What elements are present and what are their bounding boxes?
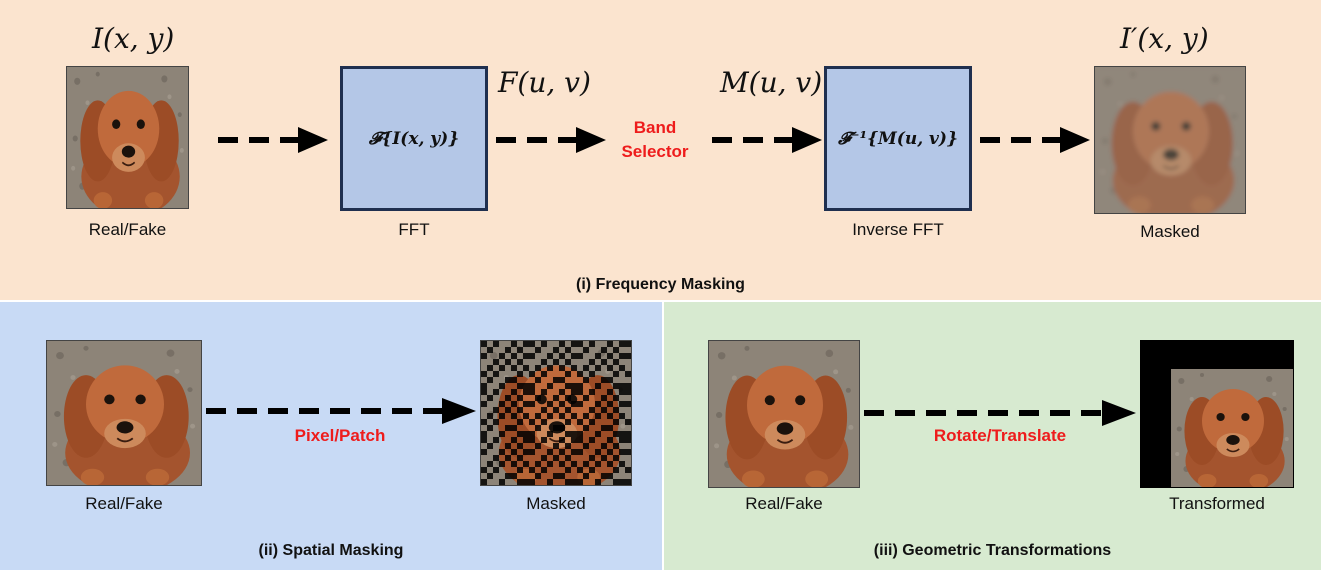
transformed-dog-image <box>1140 340 1294 488</box>
arrow-input-to-fft <box>218 127 328 153</box>
spatial-masked-dog-image <box>480 340 632 486</box>
rotate-translate-label: Rotate/Translate <box>933 426 1067 445</box>
spatial-masked-label: Masked <box>526 494 586 513</box>
spatial-masking-panel: Real/Fake Pixel/Patch Masked (ii) Spatia… <box>0 302 662 570</box>
band-selector-line2: Selector <box>621 142 689 161</box>
fft-box: 𝓕{I(x, y)} <box>340 66 488 211</box>
pixel-patch-label: Pixel/Patch <box>294 426 386 445</box>
arrow-band-selector-to-ifft <box>712 127 822 153</box>
fft-box-text: 𝓕{I(x, y)} <box>368 128 460 149</box>
spatial-masking-caption: (ii) Spatial Masking <box>258 542 404 559</box>
spatial-input-dog-image <box>46 340 202 486</box>
frequency-masking-caption: (i) Frequency Masking <box>576 276 745 293</box>
input-image-label: Real/Fake <box>88 220 167 239</box>
inverse-fft-box-text: 𝓕⁻¹{M(u, v)} <box>838 128 958 149</box>
arrow-spatial <box>206 398 476 424</box>
input-image-math: I(x, y) <box>92 22 175 55</box>
geometric-transformations-caption: (iii) Geometric Transformations <box>873 542 1112 559</box>
masked-dog-image <box>1094 66 1246 214</box>
transformed-label: Transformed <box>1169 494 1265 513</box>
frequency-masking-panel: I(x, y) Real/Fake 𝓕{I(x, y)} FFT F(u, v)… <box>0 0 1321 300</box>
masked-label: Masked <box>1140 222 1200 241</box>
band-selector-line1: Band <box>633 118 677 137</box>
inverse-fft-label: Inverse FFT <box>852 220 944 239</box>
geometric-input-label: Real/Fake <box>745 494 823 513</box>
arrow-geometric <box>864 400 1136 426</box>
frequency-domain-math: F(u, v) <box>498 66 591 99</box>
arrow-ifft-to-output <box>980 127 1090 153</box>
band-selector-label: Band Selector <box>610 116 700 164</box>
geometric-input-dog-image <box>708 340 860 488</box>
geometric-transformations-panel: Real/Fake Rotate/Translate Transformed (… <box>664 302 1321 570</box>
spatial-input-label: Real/Fake <box>85 494 163 513</box>
mask-math: M(u, v) <box>720 66 823 99</box>
input-dog-image <box>66 66 189 209</box>
arrow-fft-to-band-selector <box>496 127 606 153</box>
inverse-fft-box: 𝓕⁻¹{M(u, v)} <box>824 66 972 211</box>
fft-label: FFT <box>398 220 430 239</box>
output-image-math: I′(x, y) <box>1120 22 1209 55</box>
